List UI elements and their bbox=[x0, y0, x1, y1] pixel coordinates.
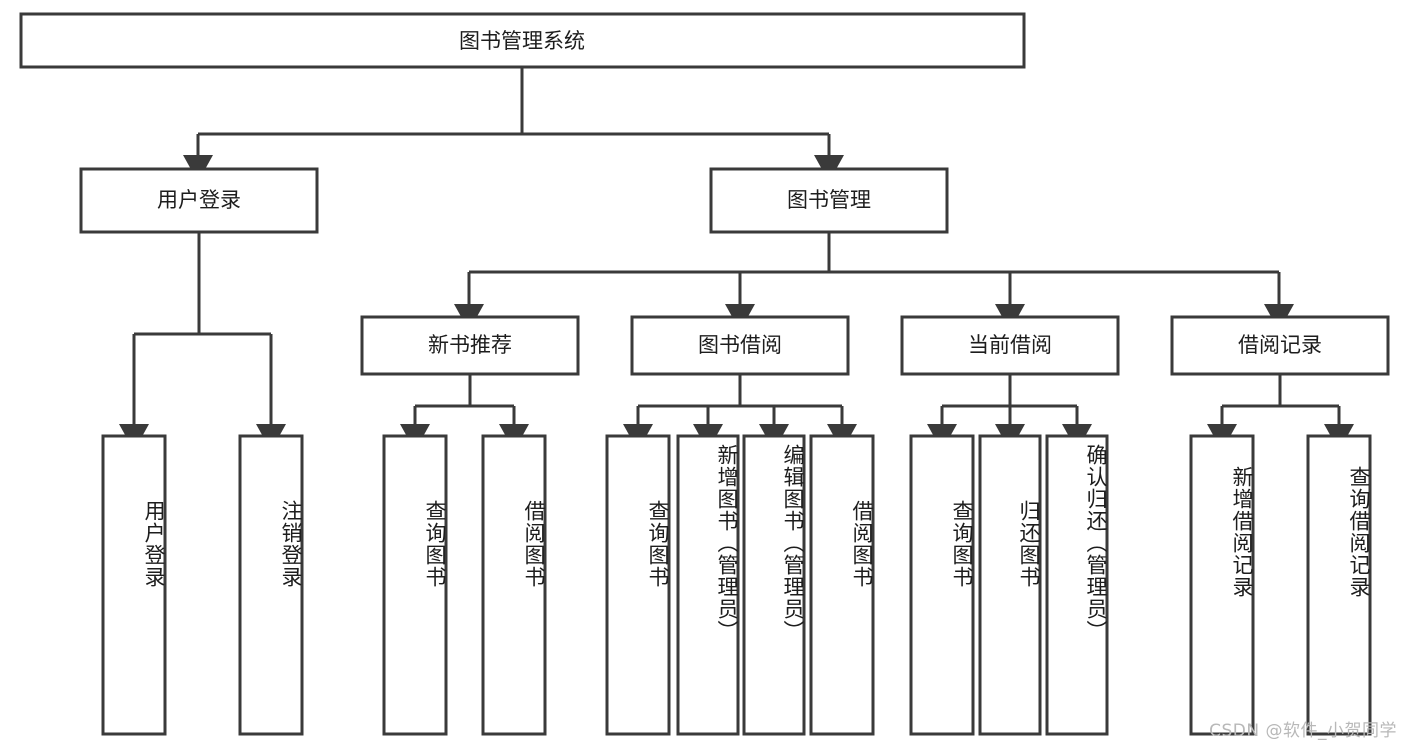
leaf-box-book-borrow-3[interactable] bbox=[809, 434, 875, 736]
leaf-box-book-borrow-1[interactable] bbox=[676, 434, 740, 736]
node-root-rect[interactable] bbox=[19, 12, 1026, 69]
node-new-book-recommend-rect[interactable] bbox=[360, 315, 580, 376]
node-user-login[interactable]: 用户登录 bbox=[79, 167, 319, 234]
leaf-box-borrow-records-0[interactable] bbox=[1189, 434, 1255, 736]
leaf-box-current-borrow-0[interactable] bbox=[909, 434, 975, 736]
leaf-box-user-login-1[interactable] bbox=[238, 434, 304, 736]
node-root-label: 图书管理系统 bbox=[459, 29, 585, 53]
node-current-borrow-label: 当前借阅 bbox=[968, 333, 1052, 357]
node-new-book-recommend-label: 新书推荐 bbox=[428, 333, 512, 357]
node-user-login-label: 用户登录 bbox=[157, 188, 241, 212]
node-book-management-rect[interactable] bbox=[709, 167, 949, 234]
node-book-management-label: 图书管理 bbox=[787, 188, 871, 212]
node-book-borrow-rect[interactable] bbox=[630, 315, 850, 376]
leaf-box-book-borrow-2[interactable] bbox=[742, 434, 806, 736]
node-book-management[interactable]: 图书管理 bbox=[709, 167, 949, 234]
node-book-borrow-label: 图书借阅 bbox=[698, 333, 782, 357]
node-current-borrow[interactable]: 当前借阅 bbox=[900, 315, 1120, 376]
node-borrow-records[interactable]: 借阅记录 bbox=[1170, 315, 1390, 376]
node-borrow-records-rect[interactable] bbox=[1170, 315, 1390, 376]
node-root[interactable]: 图书管理系统 bbox=[19, 12, 1026, 69]
node-new-book-recommend[interactable]: 新书推荐 bbox=[360, 315, 580, 376]
leaf-box-current-borrow-2[interactable] bbox=[1045, 434, 1109, 736]
node-borrow-records-label: 借阅记录 bbox=[1238, 333, 1322, 357]
csdn-watermark: CSDN @软件_小贺同学 bbox=[1209, 721, 1397, 741]
leaf-box-new-book-1[interactable] bbox=[481, 434, 547, 736]
leaf-box-user-login-0[interactable] bbox=[101, 434, 167, 736]
node-current-borrow-rect[interactable] bbox=[900, 315, 1120, 376]
leaf-box-borrow-records-1[interactable] bbox=[1306, 434, 1372, 736]
leaf-box-new-book-0[interactable] bbox=[382, 434, 448, 736]
leaf-box-current-borrow-1[interactable] bbox=[978, 434, 1042, 736]
node-book-borrow[interactable]: 图书借阅 bbox=[630, 315, 850, 376]
leaf-box-book-borrow-0[interactable] bbox=[605, 434, 671, 736]
